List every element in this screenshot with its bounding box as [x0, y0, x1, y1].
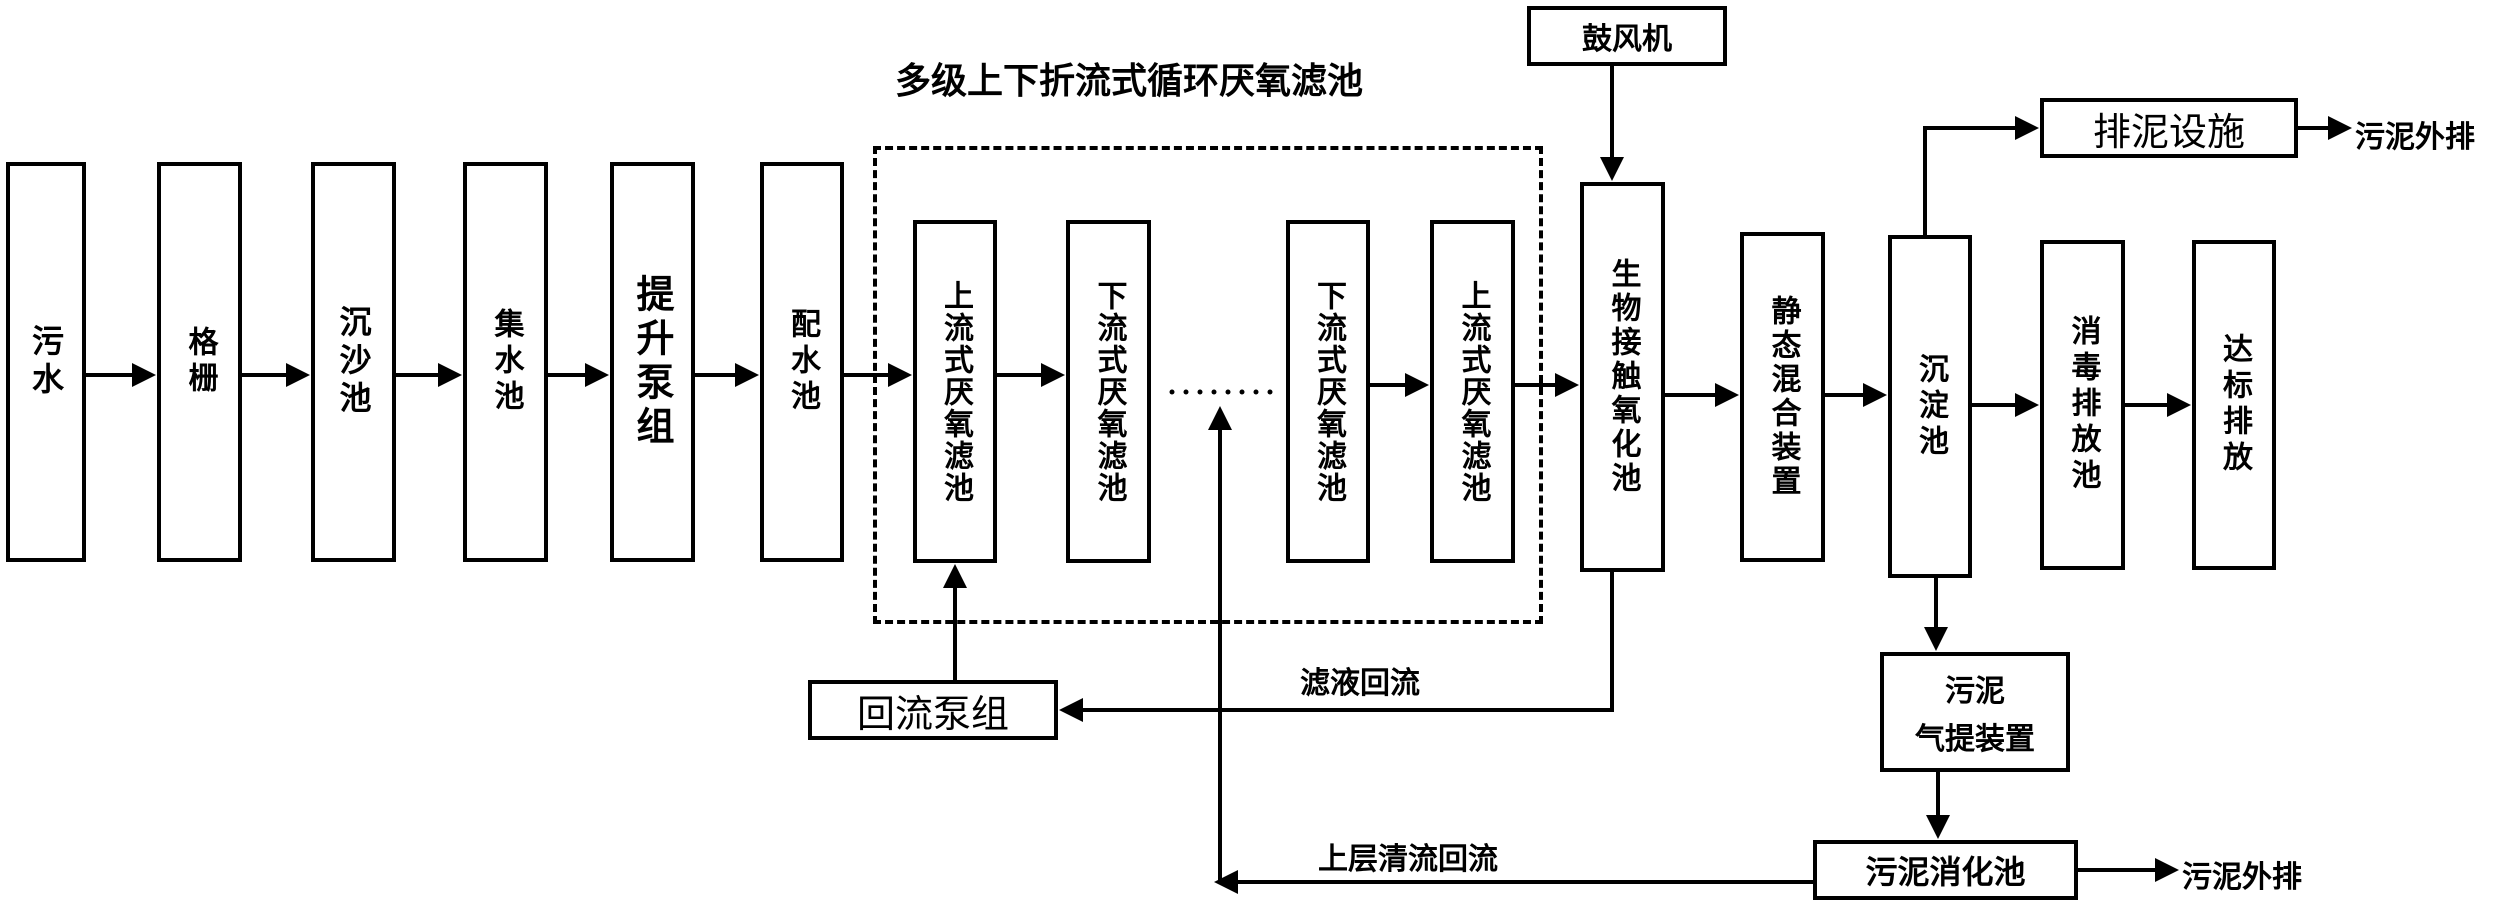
box-blower: 鼓风机 — [1527, 6, 1727, 66]
box-upflow-filter-1: 上流式厌氧滤池 — [913, 220, 997, 563]
box-upflow-filter-2-label: 上流式厌氧滤池 — [1455, 279, 1491, 504]
diagram-title: 多级上下折流式循环厌氧滤池 — [895, 61, 1364, 102]
ellipsis-dot — [1267, 389, 1273, 395]
box-distribution-tank: 配水池 — [760, 162, 844, 562]
box-collection-tank-label: 集水池 — [488, 308, 524, 416]
box-grille-label: 格栅 — [182, 326, 218, 398]
box-sludge-airlift-line2: 气提装置 — [1915, 722, 2035, 757]
box-sewage-label: 污水 — [27, 324, 65, 400]
arrow-settle-to-sludge-outlet — [1923, 116, 2039, 235]
sludge-discharge-label-bottom: 污泥外排 — [2182, 860, 2302, 895]
box-sludge-digester-label: 污泥消化池 — [1865, 853, 2026, 891]
box-static-mixer: 静态混合装置 — [1740, 232, 1825, 562]
ellipsis-dot — [1169, 389, 1175, 395]
ellipsis-dot — [1197, 389, 1203, 395]
box-grille: 格栅 — [157, 162, 242, 562]
box-bio-contact-oxidation-label: 生物接触氧化池 — [1605, 258, 1641, 496]
supernatant-reflux-label: 上层清流回流 — [1318, 842, 1498, 877]
box-reflux-pump: 回流泵组 — [808, 680, 1058, 740]
box-downflow-filter-1-label: 下流式厌氧滤池 — [1091, 279, 1127, 504]
box-collection-tank: 集水池 — [463, 162, 548, 562]
box-sludge-outlet: 排泥设施 — [2040, 98, 2298, 158]
box-upflow-filter-1-label: 上流式厌氧滤池 — [938, 279, 973, 504]
ellipsis-dot — [1225, 389, 1231, 395]
box-sedimentation-tank-label: 沉淀池 — [1913, 352, 1948, 461]
box-compliant-discharge-label: 达标排放 — [2217, 333, 2252, 477]
box-lift-pump: 提升泵组 — [610, 162, 695, 562]
ellipsis-dot — [1183, 389, 1189, 395]
box-blower-label: 鼓风机 — [1582, 22, 1672, 57]
ellipsis-dot — [1253, 389, 1259, 395]
box-downflow-filter-2: 下流式厌氧滤池 — [1286, 220, 1370, 563]
box-static-mixer-label: 静态混合装置 — [1765, 295, 1801, 499]
box-sludge-airlift: 污泥 气提装置 — [1880, 652, 2070, 772]
box-disinfection-tank: 消毒排放池 — [2040, 240, 2125, 570]
box-downflow-filter-1: 下流式厌氧滤池 — [1066, 220, 1151, 563]
box-disinfection-tank-label: 消毒排放池 — [2065, 315, 2101, 495]
box-upflow-filter-2: 上流式厌氧滤池 — [1430, 220, 1515, 563]
box-grit-chamber-label: 沉沙池 — [334, 305, 373, 419]
box-bio-contact-oxidation: 生物接触氧化池 — [1580, 182, 1665, 572]
box-sedimentation-tank: 沉淀池 — [1888, 235, 1972, 578]
box-sludge-airlift-line1: 污泥 — [1945, 674, 2005, 709]
filtrate-reflux-label: 滤液回流 — [1300, 666, 1420, 701]
ellipsis-dot — [1211, 389, 1217, 395]
box-sludge-digester: 污泥消化池 — [1813, 840, 2078, 900]
box-grit-chamber: 沉沙池 — [311, 162, 396, 562]
box-distribution-tank-label: 配水池 — [785, 308, 820, 416]
box-lift-pump-label: 提升泵组 — [630, 274, 674, 450]
ellipsis-dot — [1239, 389, 1245, 395]
box-sewage: 污水 — [6, 162, 86, 562]
box-compliant-discharge: 达标排放 — [2192, 240, 2276, 570]
sludge-discharge-label-top: 污泥外排 — [2355, 120, 2475, 155]
box-downflow-filter-2-label: 下流式厌氧滤池 — [1311, 279, 1346, 504]
box-reflux-pump-label: 回流泵组 — [856, 691, 1009, 736]
box-sludge-outlet-label: 排泥设施 — [2092, 109, 2245, 154]
arrow-filtrate-reflux — [1059, 572, 1614, 722]
